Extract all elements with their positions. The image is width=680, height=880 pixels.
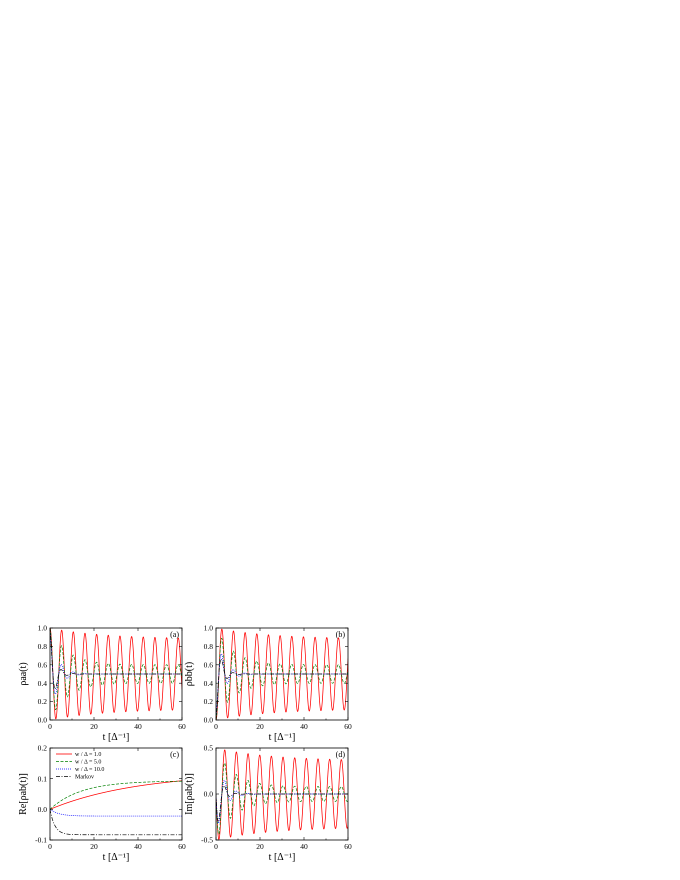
y-axis-label: Re[ρab(t)] xyxy=(18,773,29,815)
x-axis-label: t [Δ⁻¹] xyxy=(103,852,130,863)
y-tick-label: 0.4 xyxy=(204,679,214,688)
legend-label-markov: Markov xyxy=(75,775,94,781)
series-w5-line xyxy=(216,637,348,720)
y-tick-label: 0.2 xyxy=(38,697,48,706)
x-tick-label: 0 xyxy=(48,722,52,731)
panel-b: 0 20 40 60 0.0 0.2 0.4 0.6 0.8 1.0 (b) t [Δ⁻¹] ρbb(t… xyxy=(184,624,352,743)
series-w5-line xyxy=(216,762,348,835)
y-tick-label: 0.0 xyxy=(38,716,48,725)
series-markov-line xyxy=(216,658,348,720)
series-w1-line xyxy=(50,780,182,810)
x-axis-label: t [Δ⁻¹] xyxy=(269,852,296,863)
panel-label: (d) xyxy=(336,750,346,759)
y-tick-label: -0.5 xyxy=(201,836,213,845)
x-tick-label: 40 xyxy=(300,722,308,731)
x-tick-label: 0 xyxy=(214,722,218,731)
panel-label: (b) xyxy=(336,630,346,639)
y-tick-label: 1.0 xyxy=(204,624,214,633)
y-tick-label: 0.0 xyxy=(204,716,214,725)
y-tick-label: 0.2 xyxy=(38,744,48,753)
y-tick-label: 0.0 xyxy=(204,790,214,799)
series-markov-line xyxy=(50,809,182,836)
x-tick-label: 20 xyxy=(256,842,264,851)
series-w1-line xyxy=(50,628,182,720)
x-tick-label: 60 xyxy=(178,842,186,851)
y-tick-label: 0.5 xyxy=(204,744,214,753)
y-tick-label: 0.1 xyxy=(38,774,48,783)
y-axis-label: Im[ρab(t)] xyxy=(184,773,195,815)
y-tick-label: 0.4 xyxy=(38,679,48,688)
x-axis-label: t [Δ⁻¹] xyxy=(103,732,130,743)
x-tick-label: 0 xyxy=(48,842,52,851)
x-tick-label: 40 xyxy=(134,722,142,731)
y-tick-label: -0.1 xyxy=(35,836,47,845)
y-tick-label: 0.0 xyxy=(38,805,48,814)
x-axis-label: t [Δ⁻¹] xyxy=(269,732,296,743)
x-tick-label: 20 xyxy=(90,722,98,731)
series-w5-line xyxy=(50,780,182,810)
legend-label-w10: w / Δ = 10.0 xyxy=(75,767,104,773)
y-tick-label: 0.8 xyxy=(38,642,48,651)
x-tick-label: 20 xyxy=(256,722,264,731)
y-tick-label: 0.2 xyxy=(204,697,214,706)
legend-label-w1: w / Δ = 1.0 xyxy=(75,752,101,758)
series-markov-line xyxy=(216,785,348,822)
y-axis-label: ρbb(t) xyxy=(184,662,195,686)
panel-a: 0 20 40 60 0.0 0.2 0.4 0.6 0.8 1.0 (a) t [Δ⁻¹] ρaa(t… xyxy=(18,624,186,743)
series-w1-line xyxy=(216,749,348,840)
series-w1-line xyxy=(216,628,348,720)
legend-label-w5: w / Δ = 5.0 xyxy=(75,760,101,766)
series-markov-line xyxy=(50,628,182,690)
panel-label: (a) xyxy=(170,630,179,639)
x-tick-label: 60 xyxy=(344,842,352,851)
x-tick-label: 60 xyxy=(344,722,352,731)
x-tick-label: 0 xyxy=(214,842,218,851)
y-tick-label: 0.8 xyxy=(204,642,214,651)
y-tick-label: 0.6 xyxy=(204,660,214,669)
x-tick-label: 40 xyxy=(300,842,308,851)
series-w5-line xyxy=(50,628,182,711)
series-w10-line xyxy=(50,809,182,817)
x-tick-label: 60 xyxy=(178,722,186,731)
panel-c: 0 20 40 60 -0.1 0.0 0.1 0.2 (c) t [Δ⁻¹] Re[ρab(t)]… xyxy=(18,744,186,863)
y-axis-label: ρaa(t) xyxy=(18,662,29,685)
y-tick-label: 0.6 xyxy=(38,660,48,669)
x-tick-label: 20 xyxy=(90,842,98,851)
x-tick-label: 40 xyxy=(134,842,142,851)
panel-d: 0 20 40 60 -0.5 0.0 0.5 (d) t [Δ⁻¹] Im[ρab(t)] xyxy=(184,744,352,863)
panel-label: (c) xyxy=(170,750,179,759)
y-tick-label: 1.0 xyxy=(38,624,48,633)
